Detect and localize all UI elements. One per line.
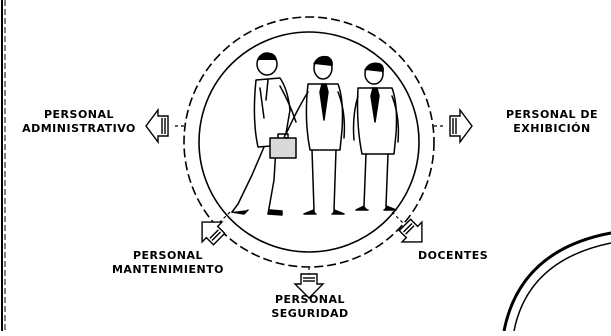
node-label-line: SEGURIDAD: [271, 307, 349, 320]
corner-arc-decoration: [502, 231, 611, 332]
node-label-docentes: DOCENTES: [418, 249, 528, 263]
node-label-line: PERSONAL DE: [505, 108, 599, 121]
person-right: [352, 62, 400, 211]
left-arrow-icon: [145, 107, 169, 145]
person-with-briefcase: [231, 52, 297, 216]
node-label-line: MANTENIMIENTO: [111, 263, 225, 276]
node-label-line: PERSONAL: [43, 108, 115, 121]
down-arrow-icon: [293, 273, 325, 299]
left-border-strip: [1, 0, 6, 331]
node-label-line: EXHIBICIÓN: [513, 122, 591, 135]
right-arrow-icon: [449, 107, 473, 145]
inner-ring: [198, 31, 420, 253]
node-label-line: ADMINISTRATIVO: [22, 122, 136, 135]
person-center-handshake: [283, 55, 346, 215]
node-label-line: DOCENTES: [418, 249, 489, 262]
node-label-exhibicion: PERSONAL DE EXHIBICIÓN: [492, 108, 611, 136]
node-label-seguridad: PERSONAL SEGURIDAD: [255, 293, 365, 321]
people-meeting-handshake-icon: [231, 52, 400, 216]
down-right-arrow-icon: [398, 218, 423, 243]
down-left-arrow-icon: [201, 221, 226, 246]
node-label-mantenimiento: PERSONAL MANTENIMIENTO: [98, 249, 238, 277]
node-label-line: PERSONAL: [274, 293, 346, 306]
node-label-administrativo: PERSONAL ADMINISTRATIVO: [4, 108, 154, 136]
node-label-line: PERSONAL: [132, 249, 204, 262]
